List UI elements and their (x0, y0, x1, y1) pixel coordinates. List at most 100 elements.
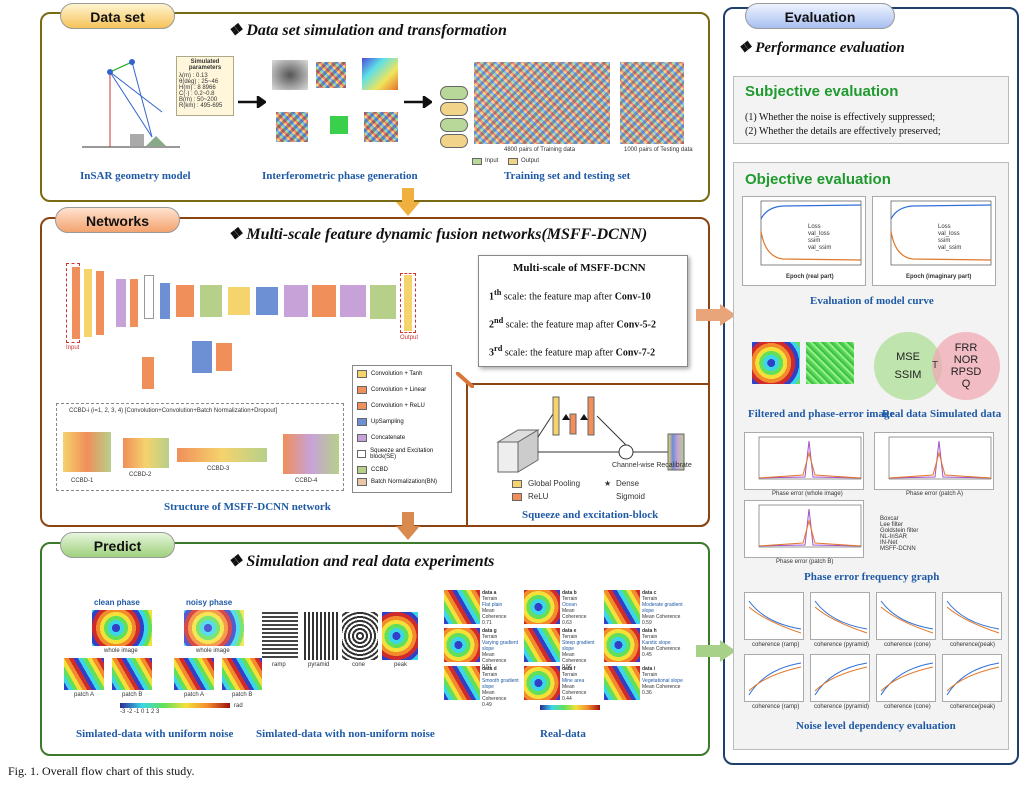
conv-block (176, 285, 194, 317)
arrow-right-icon (238, 96, 266, 108)
ccbd-label: CCBD-4 (295, 478, 318, 484)
curve-legend-item: ssim (938, 238, 951, 244)
se-block-panel (466, 383, 710, 527)
venn-metric: FRR (954, 342, 978, 354)
method-label: NL-InSAR (880, 534, 908, 540)
noise-xlabel: coherence(peak) (950, 704, 996, 710)
legend-input-label: Input (485, 158, 499, 164)
scale-item-1: 1th scale: the feature map after Conv-10 (489, 288, 651, 303)
freq-xlabel: Phase error (patch B) (776, 559, 834, 565)
se-dense-label: Dense (616, 479, 640, 488)
noise-image (316, 62, 346, 88)
legend-item: Convolution + ReLU (353, 398, 451, 414)
method-label: Lee filter (880, 522, 904, 528)
whole-image-label: whole image (104, 648, 138, 654)
nonuniform-label: peak (394, 662, 408, 668)
freq-xlabel: Phase error (patch A) (906, 491, 964, 497)
patch-b-image (222, 658, 262, 690)
uniform-noise-caption: Simlated-data with uniform noise (76, 728, 234, 740)
whole-image-label: whole image (196, 648, 230, 654)
arrow-right-icon (696, 640, 736, 662)
real-data-image (444, 590, 480, 624)
curve-xlabel: Epoch (real part) (786, 274, 834, 280)
patch-a-label: patch A (184, 692, 205, 698)
patch-b-label: patch B (122, 692, 143, 698)
patch-a-label: patch A (74, 692, 95, 698)
subjective-item: (1) Whether the noise is effectively sup… (745, 112, 936, 123)
simulated-data-eval-caption: Simulated data (930, 408, 1002, 420)
dataset-section (40, 12, 710, 202)
legend-output-swatch (508, 158, 518, 165)
real-data-image (444, 666, 480, 700)
patch-a-image (64, 658, 104, 690)
networks-pill: Networks (55, 207, 180, 233)
structure-caption: Structure of MSFF-DCNN network (164, 501, 331, 513)
venn-metric: SSIM (894, 369, 922, 381)
curve-legend-item: val_ssim (938, 245, 962, 251)
noise-xlabel: coherence (ramp) (752, 642, 800, 648)
real-data-image (604, 666, 640, 700)
peak-image (382, 612, 418, 660)
noise-xlabel: coherence (ramp) (752, 704, 800, 710)
input-category-tag (440, 118, 468, 132)
insar-caption: InSAR geometry model (80, 170, 191, 182)
noise-ssim-ramp (744, 654, 804, 702)
output-category-tag (440, 134, 468, 148)
output-frame (400, 273, 416, 333)
nonuniform-label: pyramid (308, 662, 330, 668)
multi-scale-box: Multi-scale of MSFF-DCNN 1th scale: the … (478, 255, 688, 367)
predict-heading: ❖ Simulation and real data experiments (228, 553, 495, 570)
param-item: λ(m) : 0.13 (179, 73, 208, 79)
clean-phase-label: clean phase (94, 598, 140, 607)
phase-error-image (806, 342, 854, 384)
conv-block (216, 343, 232, 371)
curve-legend-item: ssim (808, 238, 821, 244)
insar-geometry-diagram (82, 59, 180, 148)
conv-block (228, 287, 250, 315)
output-label: Output (400, 335, 419, 341)
legend-item: Concatenate (353, 430, 451, 446)
real-data-eval-caption: Real data (882, 408, 927, 420)
legend-item: Convolution + Tanh (353, 366, 451, 382)
ccbd-label: CCBD-3 (207, 466, 230, 472)
relu-icon (512, 493, 522, 501)
ccbd-block (370, 285, 396, 319)
freq-graph-patch-b (744, 500, 864, 558)
concatenate-block (340, 285, 366, 317)
scale-item-2: 2nd scale: the feature map after Conv-5-… (489, 316, 656, 331)
method-label: MSFF-DCNN (880, 546, 916, 552)
real-data-image (604, 590, 640, 624)
network-architecture: Input Output (50, 245, 460, 395)
conv-block (312, 285, 336, 317)
noise-xlabel: coherence (cone) (884, 704, 931, 710)
dataset-heading: ❖ Data set simulation and transformation (228, 22, 507, 39)
se-recal-label: Channel-wise Recalibrate (612, 462, 692, 469)
legend-item: Batch Normalization(BN) (353, 478, 451, 486)
colorbar-unit: rad (234, 703, 243, 709)
noise-ssim-pyramid (810, 654, 870, 702)
venn-metric: MSE (896, 351, 920, 363)
colorbar-ticks: -3 -2 -1 0 1 2 3 (120, 709, 160, 715)
upsampling-block (256, 287, 278, 315)
freq-graph-whole (744, 432, 864, 490)
networks-heading: ❖ Multi-scale feature dynamic fusion net… (228, 226, 648, 243)
noise-xlabel: coherence (pyramid) (814, 704, 870, 710)
conv-block (116, 279, 126, 327)
conv-block (130, 279, 138, 327)
clean-phase-image (92, 610, 152, 646)
pool-icon (512, 480, 522, 488)
ccbd-block (200, 285, 222, 317)
testing-data-grid (620, 62, 684, 144)
simulated-params-box: Simulated parameters λ(m) : 0.13 θ(deg) … (176, 56, 234, 116)
nonuniform-label: ramp (272, 662, 286, 668)
nonuniform-label: cone (352, 662, 366, 668)
predict-pill: Predict (60, 532, 175, 558)
legend-output-label: Output (521, 158, 540, 164)
curve-legend-item: val_ssim (808, 245, 832, 251)
noise-xlabel: coherence (pyramid) (814, 642, 870, 648)
scale-item-3: 3rd scale: the feature map after Conv-7-… (489, 344, 656, 359)
